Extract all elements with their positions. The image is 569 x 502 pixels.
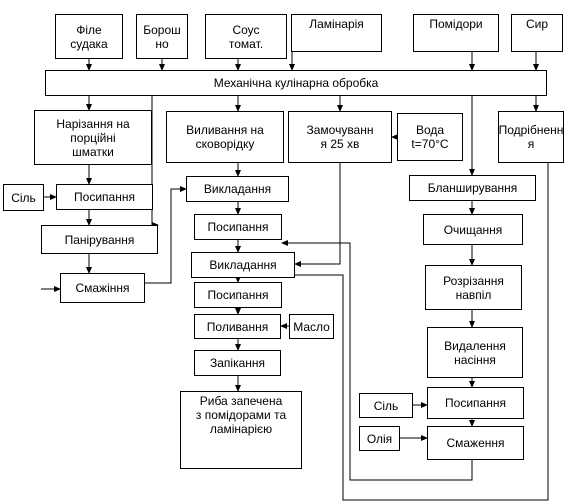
node-posypannia-tomato: Посипання [427,387,524,419]
node-paniruvannia: Панірування [41,225,158,254]
node-maslo: Масло [289,314,334,339]
node-podribnennia: Подрібненн я [498,111,564,163]
node-laminaria: Ламінарія [291,14,382,52]
node-narizannia: Нарізання на порційні шматки [34,110,152,165]
node-vykladannia-2: Викладання [191,252,295,278]
node-posypannia-fish: Посипання [56,184,153,210]
node-vylyvannia: Виливання на сковорідку [166,111,284,163]
node-vykladannia-1: Викладання [186,176,289,202]
arrow-podrib-to-posyp3 [281,163,549,501]
node-posypannia-3: Посипання [194,282,282,308]
node-posypannia-2: Посипання [194,214,282,240]
node-zamochuvannia: Замочуванн я 25 хв [288,111,392,163]
node-smazhinnia-fish: Смажіння [60,273,145,303]
node-vydalennia-nasinnia: Видалення насіння [427,327,523,378]
node-zapikannia: Запікання [194,350,281,376]
node-ryba-zapechena: Риба запечена з помідорами та ламінарією [180,391,302,469]
arrow-smazh1-to-vyklad1 [145,186,187,284]
node-boroshno: Борош но [136,14,188,59]
node-polyvannia: Поливання [194,314,281,339]
node-olia: Олія [359,426,400,451]
arrow-zamoch-to-vyklad2 [294,163,341,267]
node-rozrizannia: Розрізання навпіл [425,265,522,310]
node-sil-tomato: Сіль [359,393,413,418]
node-blanshyruvannia: Бланширування [409,175,536,201]
node-sil-fish: Сіль [3,184,44,211]
node-ochyshchannia: Очищання [423,214,523,245]
node-voda: Вода t=70°C [397,113,463,161]
node-syr: Сир [511,14,563,52]
node-mekhanichna-obrobka: Механічна кулінарна обробка [45,70,547,96]
node-pomidory: Помідори [413,14,499,52]
node-smazhennia-tomato: Смаження [427,426,524,460]
node-sous-tomat: Соус томат. [205,14,287,59]
node-file-sudaka: Філе судака [55,14,123,59]
arrow-smazh2-to-posyp2 [281,240,473,481]
